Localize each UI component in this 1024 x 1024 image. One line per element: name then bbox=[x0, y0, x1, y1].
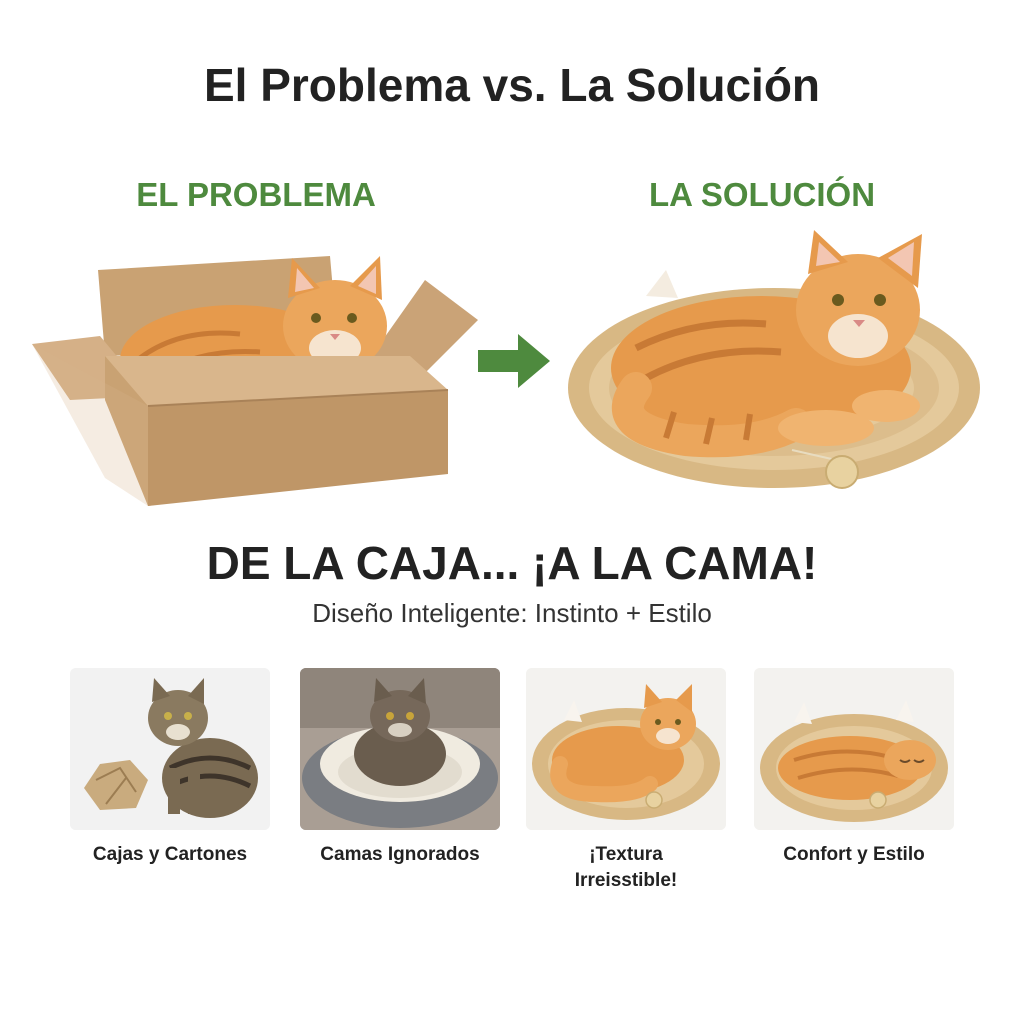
thumbnail-camas bbox=[300, 668, 500, 830]
arrow-right-icon bbox=[478, 334, 550, 388]
subtitle: Diseño Inteligente: Instinto + Estilo bbox=[312, 598, 712, 628]
thumbnail-caption-2: Camas Ignorados bbox=[320, 844, 480, 865]
thumbnail-cajas bbox=[70, 668, 270, 830]
thumbnail-confort bbox=[754, 668, 954, 830]
problem-heading: EL PROBLEMA bbox=[136, 176, 376, 213]
solution-heading: LA SOLUCIÓN bbox=[648, 176, 876, 213]
page-title: El Problema vs. La Solución bbox=[203, 59, 821, 111]
cat-on-sisal-bed-image bbox=[568, 230, 980, 489]
thumbnail-caption-1: Cajas y Cartones bbox=[92, 844, 248, 865]
cat-in-box-image bbox=[32, 256, 478, 506]
headline: DE LA CAJA... ¡A LA CAMA! bbox=[206, 537, 818, 589]
thumbnail-caption-3: ¡Textura Irreisstible! bbox=[574, 844, 678, 891]
thumbnail-caption-4: Confort y Estilo bbox=[783, 844, 925, 865]
thumbnail-textura bbox=[526, 668, 726, 830]
